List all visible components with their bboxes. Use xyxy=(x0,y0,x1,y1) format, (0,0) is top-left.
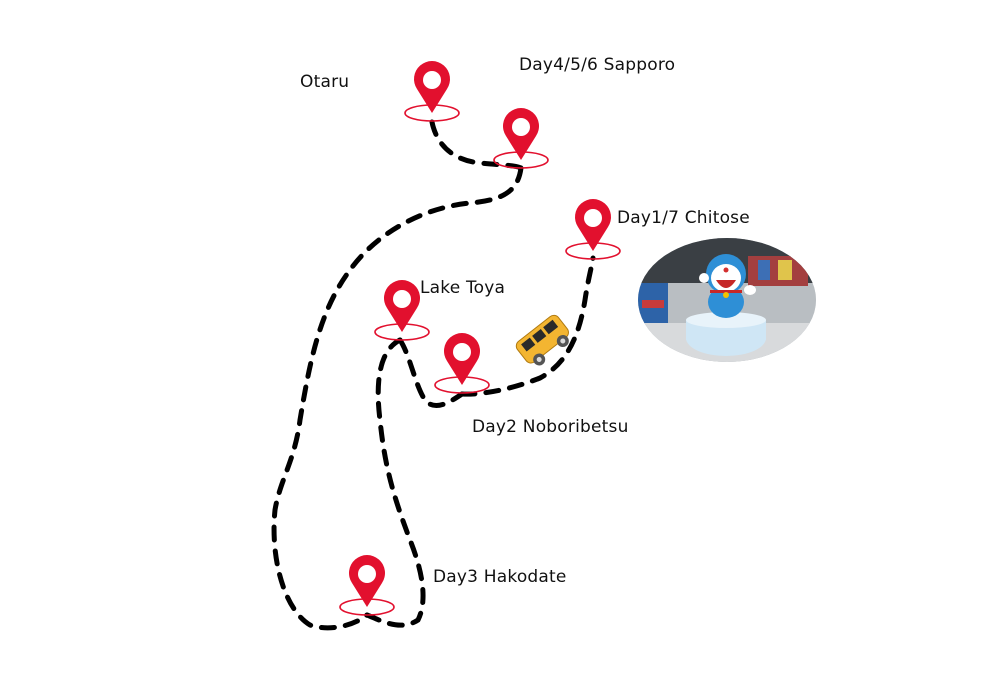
label-sapporo: Day4/5/6 Sapporo xyxy=(519,55,676,75)
pin-otaru[interactable] xyxy=(404,60,460,122)
doraemon-statue-photo xyxy=(638,238,816,362)
car-icon xyxy=(515,314,569,366)
pin-noboribetsu[interactable] xyxy=(434,332,490,394)
label-hakodate: Day3 Hakodate xyxy=(433,567,567,587)
route-otaru-sapporo xyxy=(429,119,524,171)
label-otaru: Otaru xyxy=(300,72,350,92)
route-sapporo-hakodate-west xyxy=(271,165,524,631)
pin-chitose[interactable] xyxy=(565,198,621,260)
label-lake-toya: Lake Toya xyxy=(420,278,506,298)
pin-sapporo[interactable] xyxy=(493,107,549,169)
label-noboribetsu: Day2 Noboribetsu xyxy=(472,417,629,437)
route-noboribetsu-chitose xyxy=(459,255,596,397)
route xyxy=(271,119,596,631)
label-chitose: Day1/7 Chitose xyxy=(617,208,750,228)
route-hakodate-laketoya xyxy=(364,337,426,628)
pin-hakodate[interactable] xyxy=(339,554,395,616)
